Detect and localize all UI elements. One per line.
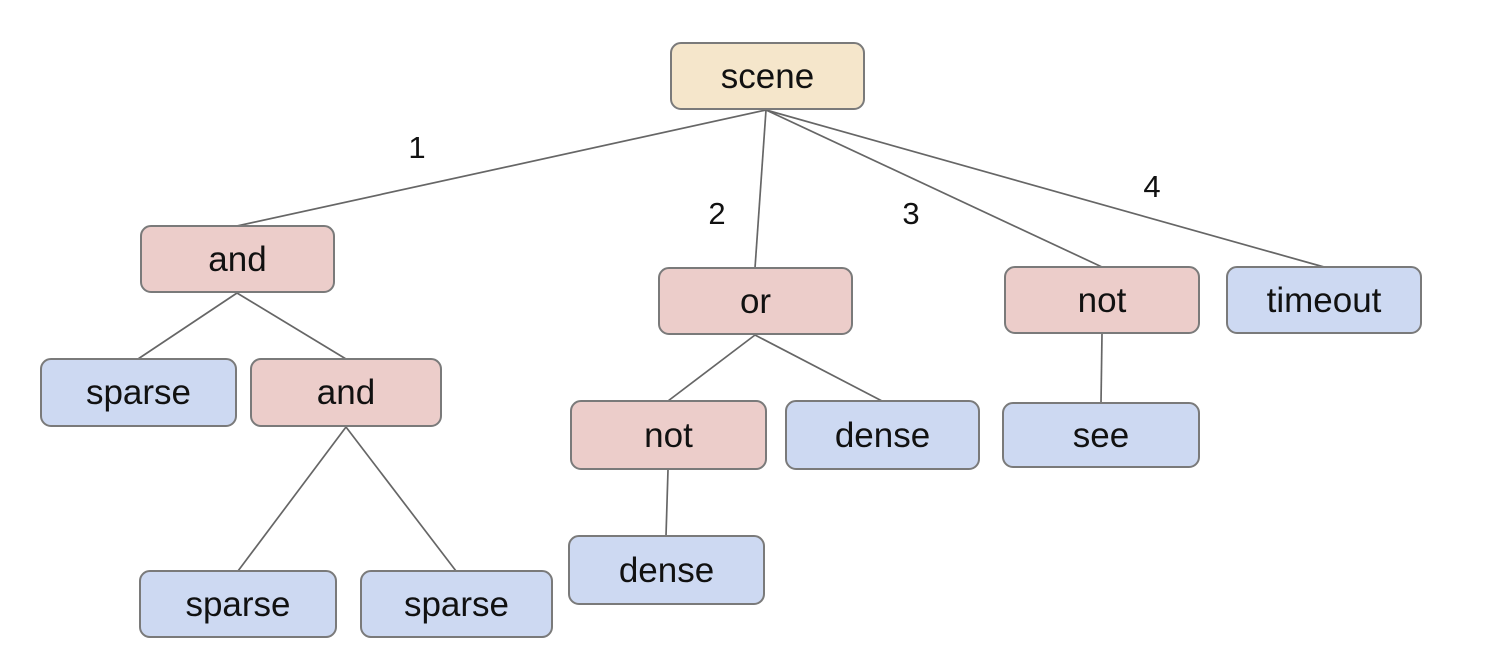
- edge-and1-and2: [236, 292, 347, 360]
- edge-not2-dense2: [665, 469, 669, 537]
- node-scene: scene: [670, 42, 865, 110]
- edge-scene-timeout: [765, 109, 1325, 268]
- edge-and2-sparse2: [237, 426, 347, 572]
- node-and-2: and: [250, 358, 442, 427]
- node-timeout: timeout: [1226, 266, 1422, 334]
- edge-or1-not2: [667, 334, 756, 402]
- edge-not1-see: [1100, 333, 1103, 404]
- node-sparse-2: sparse: [139, 570, 337, 638]
- node-dense-1: dense: [785, 400, 980, 470]
- edge-scene-or1: [754, 109, 767, 269]
- edge-scene-not1: [765, 109, 1103, 268]
- edge-label-3: 3: [902, 196, 920, 231]
- node-sparse-1: sparse: [40, 358, 237, 427]
- node-dense-2: dense: [568, 535, 765, 605]
- node-not-1: not: [1004, 266, 1200, 334]
- edge-label-2: 2: [708, 196, 726, 231]
- node-see: see: [1002, 402, 1200, 468]
- node-not-2: not: [570, 400, 767, 470]
- edge-and2-sparse3: [345, 426, 457, 572]
- edge-scene-and1: [236, 109, 767, 227]
- edge-and1-sparse1: [137, 292, 238, 360]
- edge-label-4: 4: [1143, 169, 1161, 204]
- node-sparse-3: sparse: [360, 570, 553, 638]
- node-and-1: and: [140, 225, 335, 293]
- node-or: or: [658, 267, 853, 335]
- edge-label-1: 1: [408, 130, 426, 165]
- edge-or1-dense1: [754, 334, 883, 402]
